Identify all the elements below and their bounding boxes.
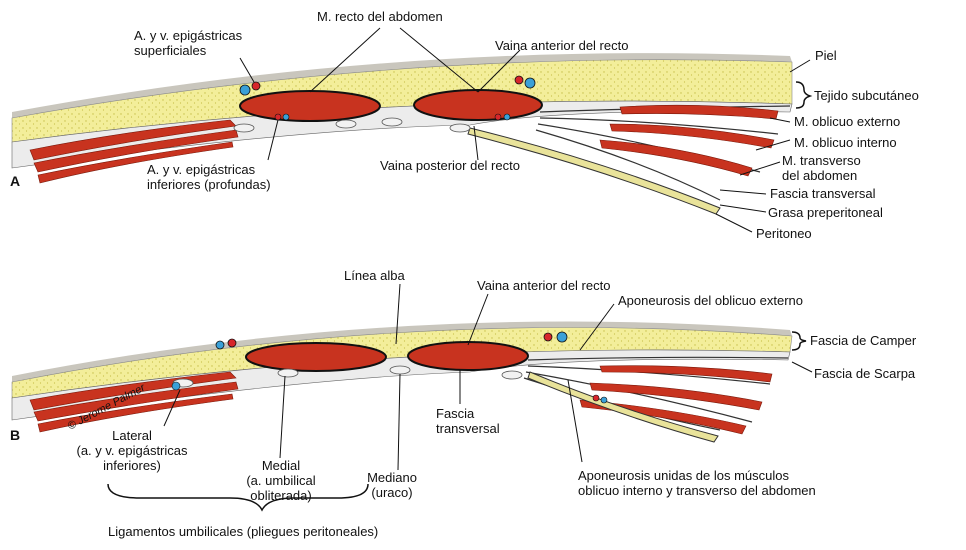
label-scarpa: Fascia de Scarpa — [814, 366, 916, 381]
brace-umbilical-ligaments — [108, 484, 368, 510]
label-subcutaneous: Tejido subcutáneo — [814, 88, 919, 103]
label-umbilical-ligaments: Ligamentos umbilicales (pliegues periton… — [108, 524, 378, 539]
label-rectus: M. recto del abdomen — [317, 9, 443, 24]
panel-b-drawing — [12, 322, 792, 442]
label-preperitoneal-fat: Grasa preperitoneal — [768, 205, 883, 220]
brace-camper — [792, 332, 806, 350]
rectus-left-b — [246, 343, 386, 371]
panel-a-drawing — [12, 53, 792, 214]
rectus-right-b — [408, 342, 528, 370]
label-internal-oblique: M. oblicuo interno — [794, 135, 897, 150]
label-external-oblique: M. oblicuo externo — [794, 114, 900, 129]
label-external-aponeurosis: Aponeurosis del oblicuo externo — [618, 293, 803, 308]
preperitoneal-strip-b — [528, 372, 718, 442]
rectus-left-a — [240, 91, 380, 121]
label-anterior-sheath-a: Vaina anterior del recto — [495, 38, 628, 53]
label-skin: Piel — [815, 48, 837, 63]
label-camper: Fascia de Camper — [810, 333, 917, 348]
label-posterior-sheath: Vaina posterior del recto — [380, 158, 520, 173]
panel-b-letter: B — [10, 427, 20, 443]
panel-a-letter: A — [10, 173, 20, 189]
rectus-right-a — [414, 90, 542, 120]
brace-a — [796, 82, 810, 108]
label-linea-alba: Línea alba — [344, 268, 405, 283]
label-peritoneum: Peritoneo — [756, 226, 812, 241]
label-transversalis-fascia-a: Fascia transversal — [770, 186, 876, 201]
label-anterior-sheath-b: Vaina anterior del recto — [477, 278, 610, 293]
label-median-ligament: Mediano(uraco) — [367, 470, 417, 500]
